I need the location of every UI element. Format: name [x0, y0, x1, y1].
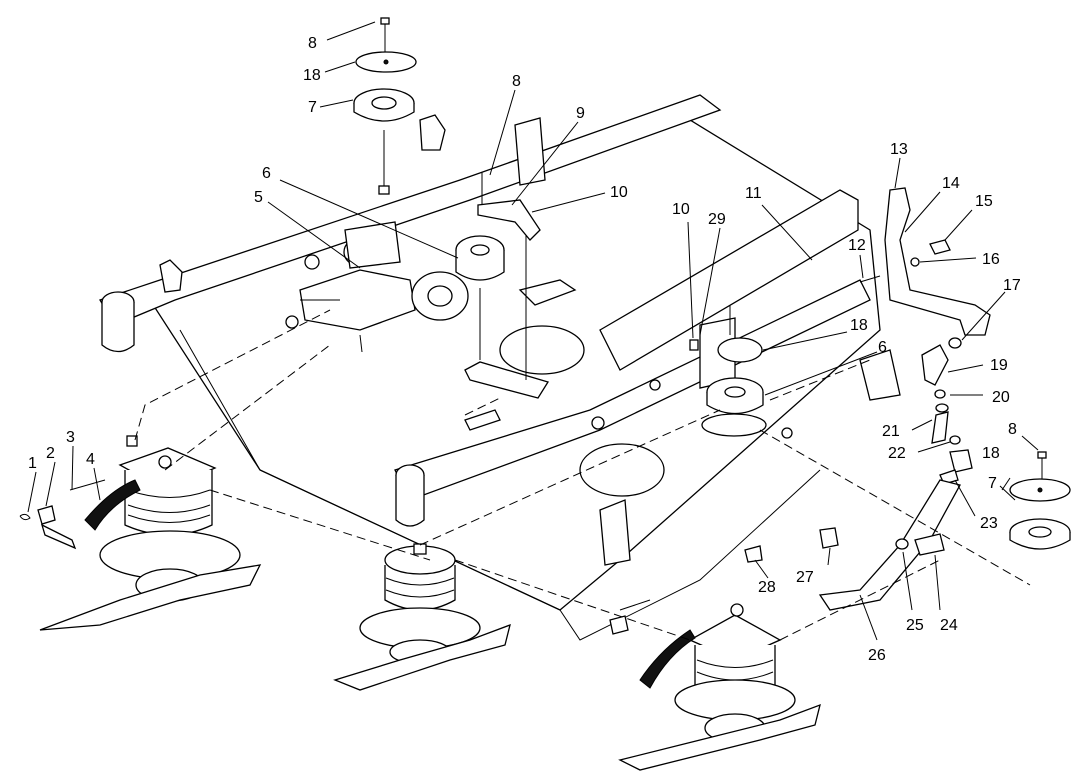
- callout-18-right: 18: [850, 317, 868, 334]
- callout-20: 20: [992, 389, 1010, 406]
- callout-17: 17: [1003, 277, 1021, 294]
- deck-frame: [99, 94, 901, 641]
- callout-18-top: 18: [303, 67, 321, 84]
- callout-9: 9: [576, 105, 585, 122]
- callout-29: 29: [708, 211, 726, 228]
- right-spindle-assembly: [609, 599, 821, 771]
- idler-pulley-right: [689, 305, 767, 437]
- callout-4: 4: [86, 451, 95, 468]
- callout-1: 1: [28, 455, 37, 472]
- callout-11: 11: [745, 185, 762, 202]
- gearbox-assembly: [299, 221, 469, 353]
- callout-10-upper: 10: [610, 184, 628, 201]
- callout-19: 19: [990, 357, 1008, 374]
- top-idler-stack: [353, 17, 417, 195]
- callout-7-top: 7: [308, 99, 317, 116]
- callout-24: 24: [940, 617, 958, 634]
- callout-5: 5: [254, 189, 263, 206]
- callout-25: 25: [906, 617, 924, 634]
- callout-8-right: 8: [1008, 421, 1017, 438]
- callout-16: 16: [982, 251, 1000, 268]
- callout-10-lower: 10: [672, 201, 690, 218]
- callout-8-mid: 8: [512, 73, 521, 90]
- leader-lines: [27, 21, 1039, 641]
- left-spindle-assembly: [19, 435, 262, 631]
- callout-28: 28: [758, 579, 776, 596]
- callout-8-top: 8: [308, 35, 317, 52]
- idler-pulley-center: [455, 172, 541, 380]
- callout-6-center: 6: [262, 165, 271, 182]
- callout-labels: 8 18 7 8 9 10 6 5 10 29 11 12 13 14 15 1…: [28, 35, 1021, 664]
- callout-23: 23: [980, 515, 998, 532]
- callout-15: 15: [975, 193, 993, 210]
- belt-path: [134, 309, 1031, 641]
- callout-22: 22: [888, 445, 906, 462]
- callout-2: 2: [46, 445, 55, 462]
- callout-3: 3: [66, 429, 75, 446]
- callout-6-right: 6: [878, 339, 887, 356]
- callout-27: 27: [796, 569, 814, 586]
- callout-21: 21: [882, 423, 900, 440]
- callout-12: 12: [848, 237, 866, 254]
- belt-guard: [744, 479, 961, 611]
- right-pulley-stack: [1009, 451, 1071, 550]
- callout-14: 14: [942, 175, 960, 192]
- callout-7-right: 7: [988, 475, 997, 492]
- adjuster-linkage: [931, 389, 973, 485]
- callout-26: 26: [868, 647, 886, 664]
- brake-linkage: [859, 187, 991, 386]
- callout-13: 13: [890, 141, 908, 158]
- center-spindle-assembly: [333, 543, 511, 691]
- callout-18-far-right: 18: [982, 445, 1000, 462]
